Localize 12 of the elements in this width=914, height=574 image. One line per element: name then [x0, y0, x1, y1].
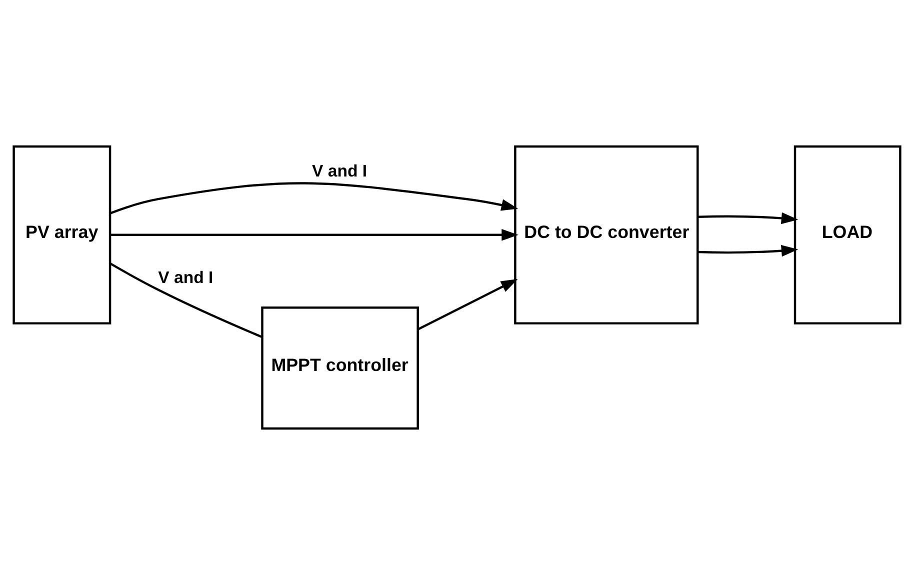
arrow — [110, 182, 518, 214]
node-box: DC to DC converter — [514, 144, 699, 324]
arrow — [698, 212, 798, 224]
connector — [110, 262, 262, 338]
node-box: MPPT controller — [261, 306, 419, 430]
node-box: LOAD — [794, 144, 902, 324]
arrow — [110, 228, 518, 240]
arrow — [417, 278, 518, 330]
edge-label: V and I — [312, 161, 368, 180]
arrow — [698, 244, 798, 256]
node-box: PV array — [12, 144, 112, 324]
edge-label: V and I — [158, 268, 214, 287]
